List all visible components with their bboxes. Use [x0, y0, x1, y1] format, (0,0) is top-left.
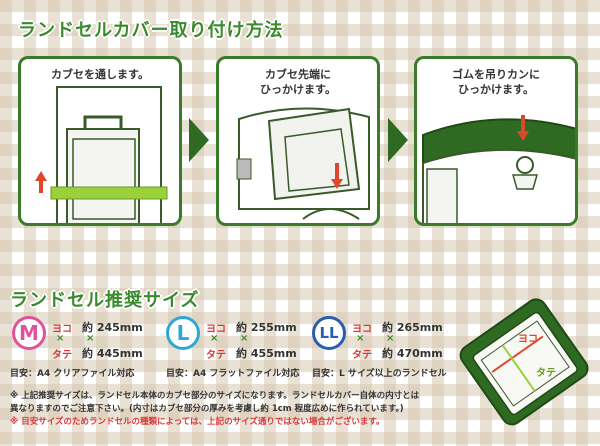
size-badge-ll: LL: [312, 316, 346, 350]
tate-value-l: 約 455mm: [236, 347, 297, 360]
tate-label-ll: タテ: [352, 350, 372, 361]
notes: ※ 上記推奨サイズは、ランドセル本体のカブセ部分のサイズになります。ランドセルカ…: [10, 390, 470, 429]
yoko-label-ll: ヨコ: [352, 324, 372, 335]
step-3-panel: ゴムを吊りカンに ひっかけます。: [414, 56, 578, 226]
times-ll: ×: [356, 333, 365, 344]
tate-value-ll: 約 470mm: [382, 347, 443, 360]
section2-title: ランドセル推奨サイズ: [10, 290, 200, 311]
size-list: M ヨコ × タテ 約 245mm × 約 445mm 目安：A4 クリアファイ…: [6, 316, 462, 379]
size-diagram: ヨコ タテ: [459, 298, 589, 426]
size-badge-m: M: [12, 316, 46, 350]
tate-value-m: 約 445mm: [82, 347, 143, 360]
step-3-illustration: [422, 115, 575, 223]
tate-label-m: タテ: [52, 350, 72, 361]
times-m: ×: [56, 333, 65, 344]
times-l-2: ×: [240, 333, 249, 344]
step-arrow-2: [388, 118, 408, 162]
times-ll-2: ×: [386, 333, 395, 344]
size-badge-l: L: [166, 316, 200, 350]
step-2-panel: カブセ先端に ひっかけます。: [216, 56, 380, 226]
guide-m: 目安：A4 クリアファイル対応: [10, 369, 135, 379]
guide-ll: 目安：L サイズ以上のランドセル: [312, 369, 447, 379]
times-m-2: ×: [86, 333, 95, 344]
step-arrow-1: [189, 118, 209, 162]
yoko-label-l: ヨコ: [206, 324, 226, 335]
yoko-value-m: 約 245mm: [82, 321, 143, 334]
yoko-value-ll: 約 265mm: [382, 321, 443, 334]
note-warning: ※ 目安サイズのためランドセルの種類によっては、上記のサイズ通りではない場合がご…: [10, 417, 385, 427]
step-2-text: カブセ先端に ひっかけます。: [260, 68, 336, 96]
yoko-value-l: 約 255mm: [236, 321, 297, 334]
diagram-tate-label: タテ: [536, 367, 556, 379]
yoko-label-m: ヨコ: [52, 324, 72, 335]
guide-l: 目安：A4 フラットファイル対応: [166, 369, 300, 379]
section1-title: ランドセルカバー取り付け方法: [18, 20, 284, 41]
note-line-2: 異なりますのでご注意下さい。(内寸はカブセ部分の厚みを考慮し約 1cm 程度広め…: [10, 404, 404, 414]
step-2-illustration: [236, 107, 370, 220]
step-1-text: カブセを通します。: [51, 68, 149, 81]
tate-label-l: タテ: [206, 350, 226, 361]
step-3-text: ゴムを吊りカンに ひっかけます。: [452, 68, 540, 96]
times-l: ×: [210, 333, 219, 344]
diagram-yoko-label: ヨコ: [518, 333, 538, 345]
step-1-illustration: [35, 86, 168, 223]
note-line-1: ※ 上記推奨サイズは、ランドセル本体のカブセ部分のサイズになります。ランドセルカ…: [10, 391, 420, 401]
step-1-panel: カブセを通します。: [18, 56, 182, 226]
